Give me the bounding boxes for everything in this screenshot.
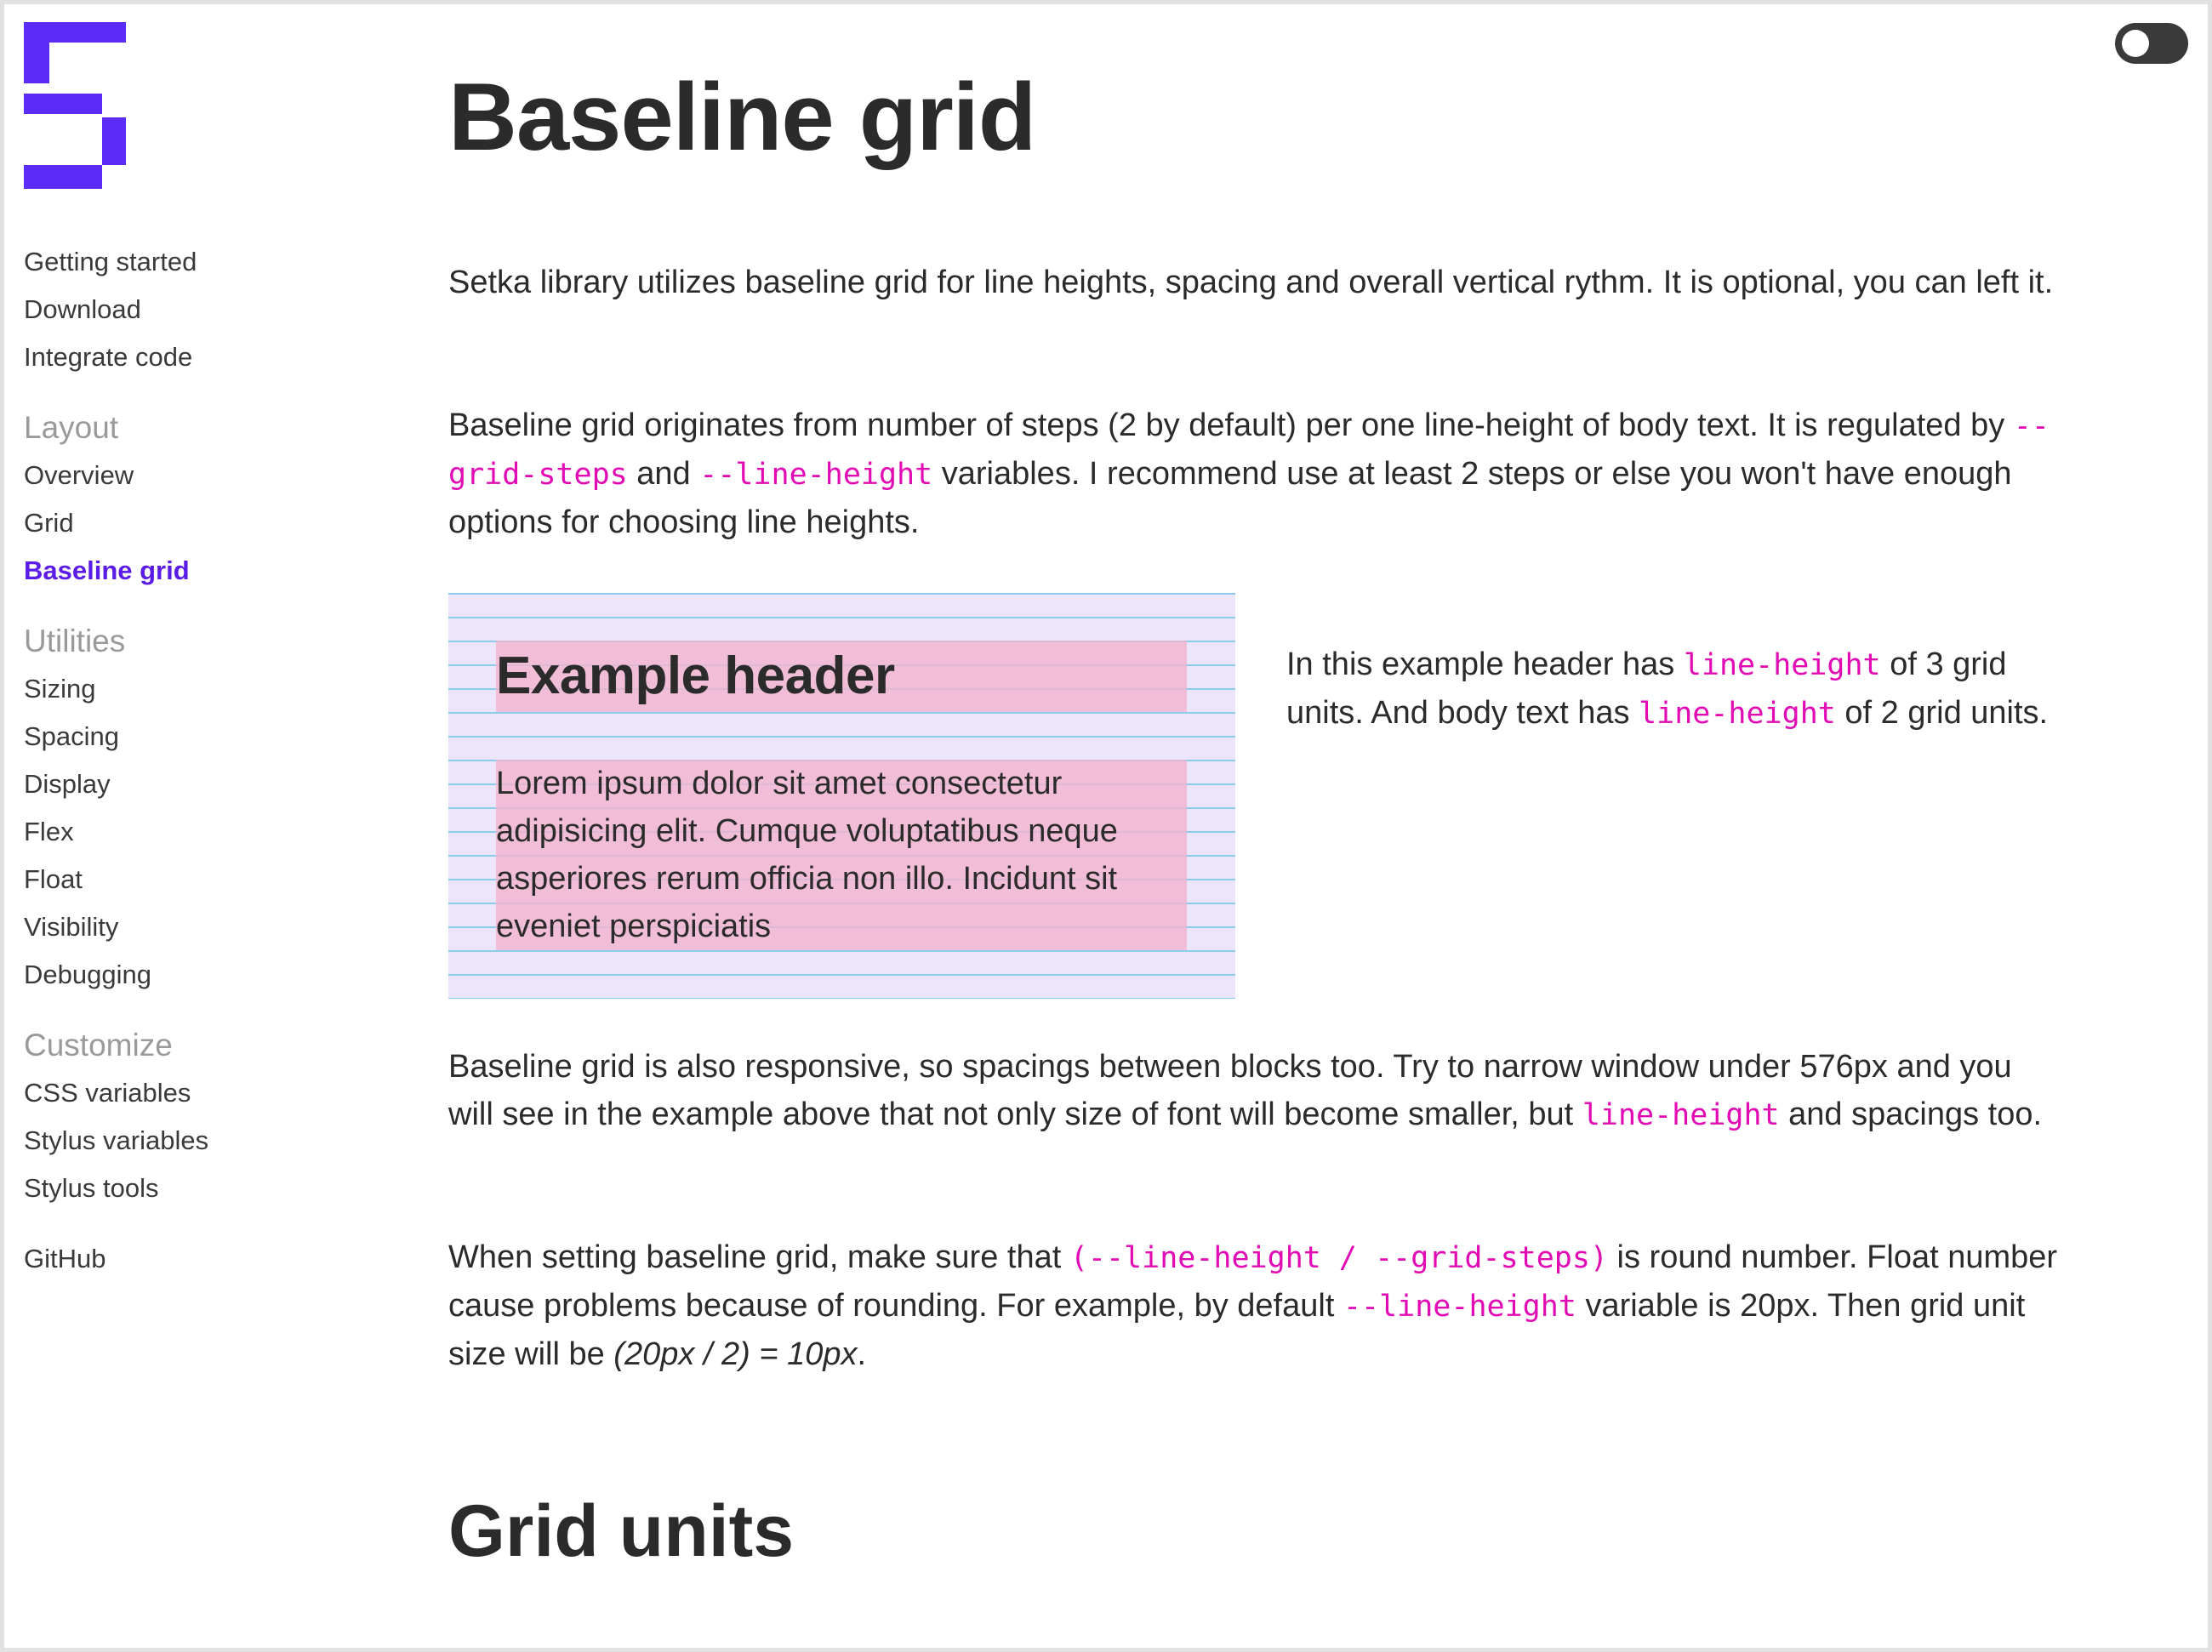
example-header: Example header [496,641,1187,712]
sidebar-item-github[interactable]: GitHub [24,1244,106,1273]
example-body-text: Lorem ipsum dolor sit amet consectetur a… [496,760,1187,950]
responsive-paragraph: Baseline grid is also responsive, so spa… [448,1043,2065,1139]
text: of 2 grid units. [1835,695,2049,731]
sidebar-item-spacing[interactable]: Spacing [24,721,120,751]
sidebar-item-css-variables[interactable]: CSS variables [24,1078,191,1108]
code-line-height: line-height [1683,648,1881,682]
sidebar-item-grid[interactable]: Grid [24,508,74,538]
section-title-grid-units: Grid units [448,1490,795,1572]
sidebar-item-integrate-code[interactable]: Integrate code [24,342,193,372]
theme-toggle[interactable] [2115,23,2188,64]
sidebar-group-utilities: Utilities [24,624,126,658]
baseline-grid-example: Example header Lorem ipsum dolor sit ame… [448,593,1235,999]
sidebar-item-sizing[interactable]: Sizing [24,674,96,704]
sidebar-item-getting-started[interactable]: Getting started [24,247,197,276]
code-line-height-div-grid-steps: (--line-height / --grid-steps) [1069,1241,1608,1275]
text: variables. I recommend use at least 2 st… [448,456,2012,540]
text: is round number. Float number cause prob… [448,1239,2058,1324]
text: When setting baseline grid, make sure th… [448,1239,1070,1275]
text: and [627,456,700,492]
example-note: In this example header has line-height o… [1286,641,2052,738]
code-line-height: line-height [1639,697,1836,731]
text: and spacings too. [1779,1097,2043,1132]
intro-paragraph: Setka library utilizes baseline grid for… [448,265,2054,300]
sidebar-item-debugging[interactable]: Debugging [24,960,151,989]
rounding-paragraph: When setting baseline grid, make sure th… [448,1233,2065,1378]
sidebar-item-overview[interactable]: Overview [24,460,134,490]
code-line-height: --line-height [1343,1290,1576,1324]
toggle-knob-icon [2122,30,2149,57]
text: of 3 grid units. And body text has [1286,647,2007,731]
sidebar-item-download[interactable]: Download [24,294,141,324]
sidebar-item-display[interactable]: Display [24,769,111,799]
sidebar-item-visibility[interactable]: Visibility [24,912,119,942]
sidebar-group-customize: Customize [24,1028,173,1062]
sidebar-group-layout: Layout [24,410,119,445]
grid-steps-paragraph: Baseline grid originates from number of … [448,402,2065,546]
text: variable is 20px. Then grid unit size wi… [448,1288,2026,1372]
text: In this example header has [1286,647,1684,682]
sidebar-nav: Getting started Download Integrate code … [24,238,347,1283]
sidebar-item-stylus-tools[interactable]: Stylus tools [24,1173,159,1203]
code-line-height: --line-height [699,458,933,492]
page-title: Baseline grid [448,64,1036,170]
formula: (20px / 2) = 10px [613,1336,858,1372]
text: . [857,1336,867,1372]
code-line-height: line-height [1582,1098,1780,1132]
text: Baseline grid originates from number of … [448,407,2014,443]
sidebar-item-float[interactable]: Float [24,864,83,894]
text: Baseline grid is also responsive, so spa… [448,1049,2012,1132]
sidebar-item-flex[interactable]: Flex [24,817,74,846]
setka-logo[interactable] [24,22,126,189]
sidebar-item-baseline-grid[interactable]: Baseline grid [24,555,190,585]
sidebar-item-stylus-variables[interactable]: Stylus variables [24,1125,209,1155]
code-grid-steps: --grid-steps [448,409,2050,492]
